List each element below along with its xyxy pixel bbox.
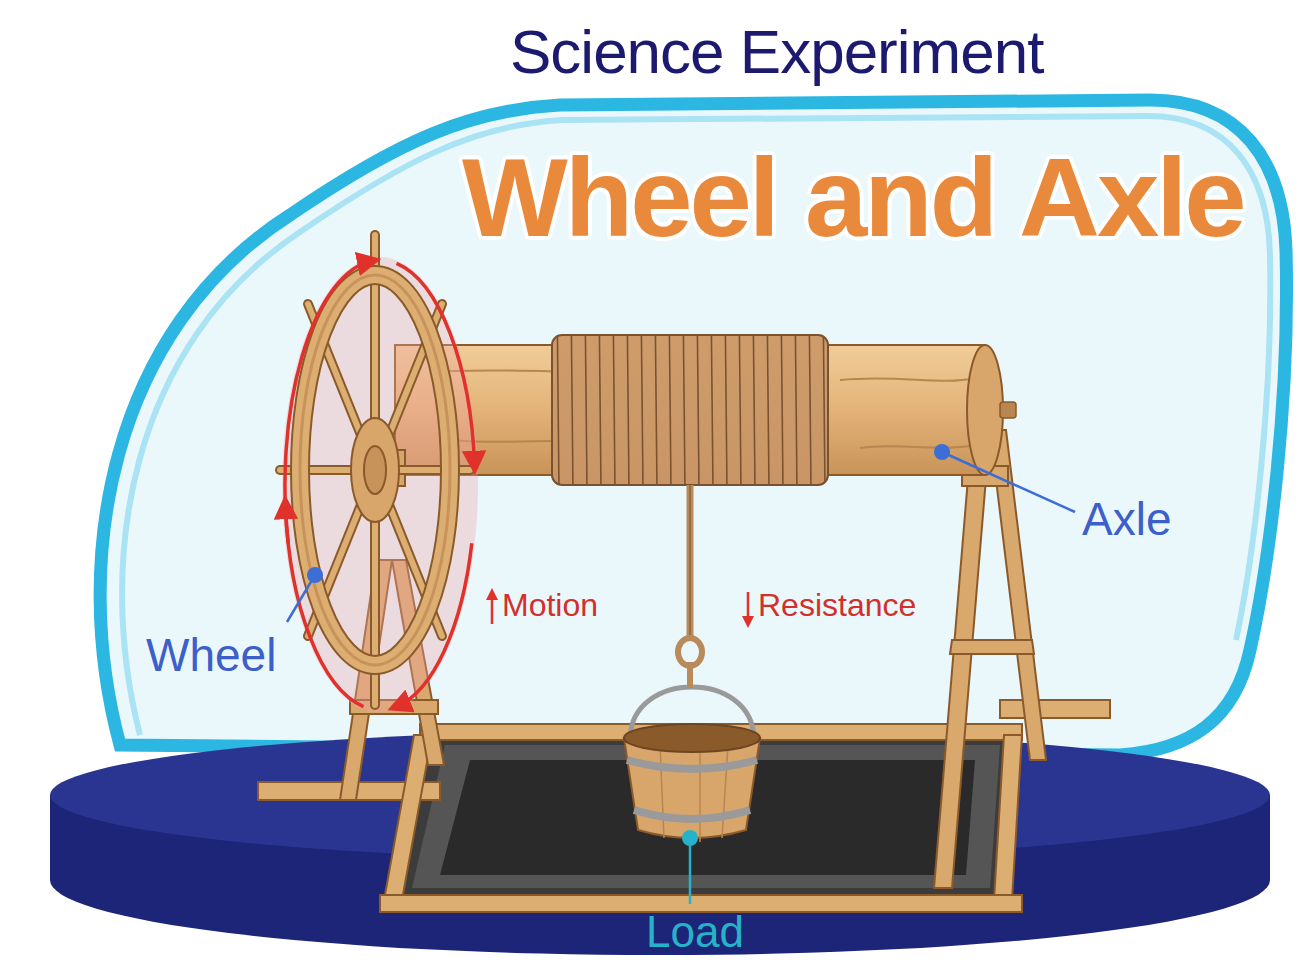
force-label: Motion — [502, 588, 598, 623]
force-label: Resistance — [758, 588, 916, 623]
rope-coil — [552, 335, 828, 485]
title: Wheel and Axle — [462, 136, 1244, 259]
right-support — [934, 430, 1046, 888]
background-blob-inner — [122, 116, 1270, 735]
wooden-frame — [258, 700, 1110, 900]
part-label: Wheel — [146, 630, 276, 681]
subtitle: Science Experiment — [510, 18, 1043, 86]
rotation-arrows — [285, 261, 475, 707]
well-hole — [396, 735, 1015, 900]
part-label: Axle — [1082, 494, 1171, 545]
background-blob — [100, 100, 1286, 755]
leader-lines — [287, 444, 1075, 904]
force-arrows — [486, 588, 754, 628]
part-label: Load — [646, 908, 744, 956]
rope-and-bucket — [624, 485, 760, 842]
